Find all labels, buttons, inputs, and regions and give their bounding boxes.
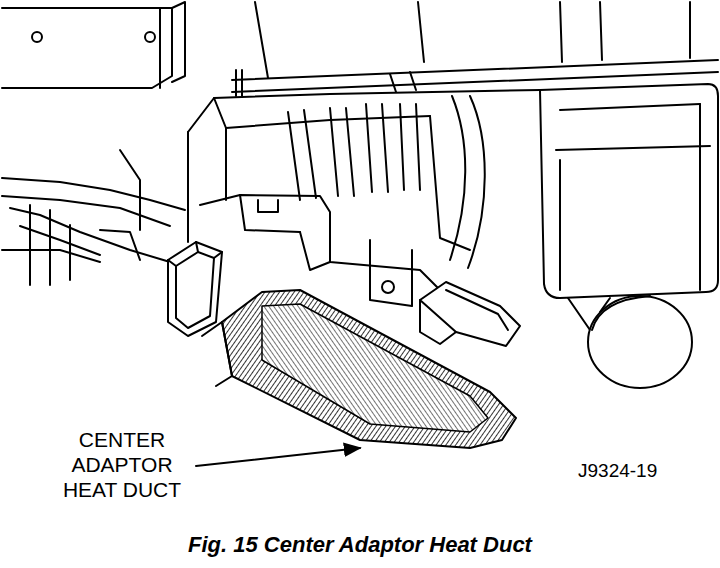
wiring-harness-stroke xyxy=(120,150,140,230)
left-outlet-stroke xyxy=(176,252,214,328)
wiring-harness xyxy=(2,150,185,285)
blower-case xyxy=(540,84,718,298)
dash-panel xyxy=(2,2,185,88)
upper-housing-stroke xyxy=(232,72,718,92)
dash-panel-stroke xyxy=(172,2,185,82)
heater-housing-stroke xyxy=(468,96,485,268)
center-adaptor-heat-duct-stroke xyxy=(262,304,488,432)
upper-housing xyxy=(232,2,718,96)
right-outlet xyxy=(420,282,520,346)
center-adaptor-heat-duct-stroke xyxy=(222,290,516,448)
blower-motor-stroke xyxy=(592,296,650,330)
heater-housing-stroke xyxy=(370,240,412,306)
heater-housing-stroke xyxy=(330,108,354,196)
blower-case-stroke xyxy=(699,104,701,290)
wiring-harness-stroke xyxy=(10,208,170,262)
upper-housing-stroke xyxy=(689,2,691,58)
upper-housing-stroke xyxy=(390,72,416,92)
heater-housing-stroke xyxy=(288,110,316,200)
heater-housing-stroke xyxy=(240,195,300,232)
upper-housing-stroke xyxy=(232,60,718,80)
heater-housing-stroke xyxy=(187,132,189,242)
right-outlet-stroke xyxy=(446,290,508,330)
left-outlet-stroke xyxy=(168,242,222,336)
part-label: CENTER ADAPTOR HEAT DUCT xyxy=(57,427,187,502)
upper-housing-stroke xyxy=(560,2,562,62)
heater-housing-stroke xyxy=(226,116,430,128)
heater-housing xyxy=(188,90,540,306)
blower-case-stroke xyxy=(556,146,710,150)
heater-housing-stroke xyxy=(366,104,388,192)
center-adaptor-heat-duct-stroke xyxy=(202,322,232,386)
left-outlet xyxy=(168,242,222,336)
blower-motor-stroke xyxy=(588,296,692,388)
figure-number: J9324-19 xyxy=(578,460,657,482)
blower-case-stroke xyxy=(559,160,561,290)
dash-panel-stroke xyxy=(32,32,42,42)
left-outlet-stroke xyxy=(168,242,222,266)
upper-housing-stroke xyxy=(600,2,602,60)
heater-housing-stroke xyxy=(300,232,330,270)
dash-panel-stroke xyxy=(145,32,155,42)
blower-motor-stroke xyxy=(568,298,590,330)
heater-housing-stroke xyxy=(400,104,420,190)
center-adaptor-heat-duct xyxy=(202,290,516,448)
heater-housing-stroke xyxy=(450,96,465,260)
upper-housing-stroke xyxy=(418,2,424,62)
blower-case-stroke xyxy=(540,84,718,298)
dash-panel-stroke xyxy=(159,8,161,88)
blower-case-stroke xyxy=(560,104,700,110)
heater-housing-stroke xyxy=(258,200,278,212)
heater-housing-stroke xyxy=(188,90,540,132)
heater-housing-stroke xyxy=(214,98,226,200)
wiring-harness-stroke xyxy=(100,230,140,260)
upper-housing-stroke xyxy=(255,2,268,78)
leader-line-stroke xyxy=(196,448,360,466)
upper-housing-stroke xyxy=(236,70,242,96)
heater-housing-stroke xyxy=(200,195,440,290)
blower-motor xyxy=(568,296,692,388)
right-outlet-stroke xyxy=(420,282,520,346)
figure-caption: Fig. 15 Center Adaptor Heat Duct xyxy=(0,532,720,558)
leader-line xyxy=(196,448,360,466)
heater-housing-stroke xyxy=(382,281,394,293)
dash-panel-stroke xyxy=(2,8,172,88)
wiring-harness-stroke xyxy=(30,205,70,285)
right-outlet-stroke xyxy=(420,300,456,344)
